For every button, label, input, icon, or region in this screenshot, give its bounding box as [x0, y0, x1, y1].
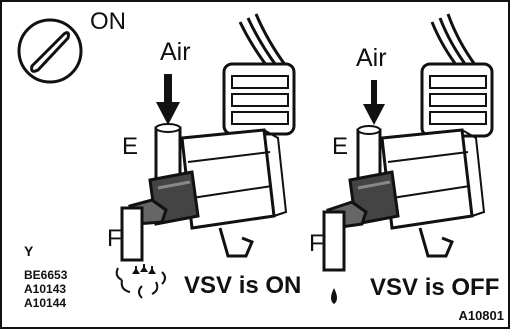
- ohmmeter-continuity-icon: [19, 20, 81, 82]
- air-arrow-icon: [156, 74, 180, 125]
- on-label: ON: [90, 8, 126, 36]
- port-e-label-left: E: [122, 133, 138, 161]
- status-off-label: VSV is OFF: [370, 274, 499, 302]
- vsv-right: [324, 14, 492, 304]
- reference-code: BE6653: [24, 268, 67, 282]
- vsv-left: [117, 14, 294, 298]
- air-label-right: Air: [356, 44, 387, 73]
- figure-code: A10801: [458, 308, 504, 323]
- port-f-label-right: F: [309, 230, 324, 258]
- air-label-left: Air: [160, 38, 191, 67]
- air-outflow-icon: [117, 264, 165, 298]
- status-on-label: VSV is ON: [184, 272, 301, 300]
- air-arrow-icon: [363, 80, 385, 125]
- reference-code: A10143: [24, 282, 67, 296]
- port-e-label-right: E: [332, 133, 348, 161]
- reference-codes: BE6653 A10143 A10144: [24, 268, 67, 310]
- drip-icon: [331, 288, 337, 304]
- side-mark: Y: [24, 243, 33, 259]
- reference-code: A10144: [24, 296, 67, 310]
- port-f-label-left: F: [107, 225, 122, 253]
